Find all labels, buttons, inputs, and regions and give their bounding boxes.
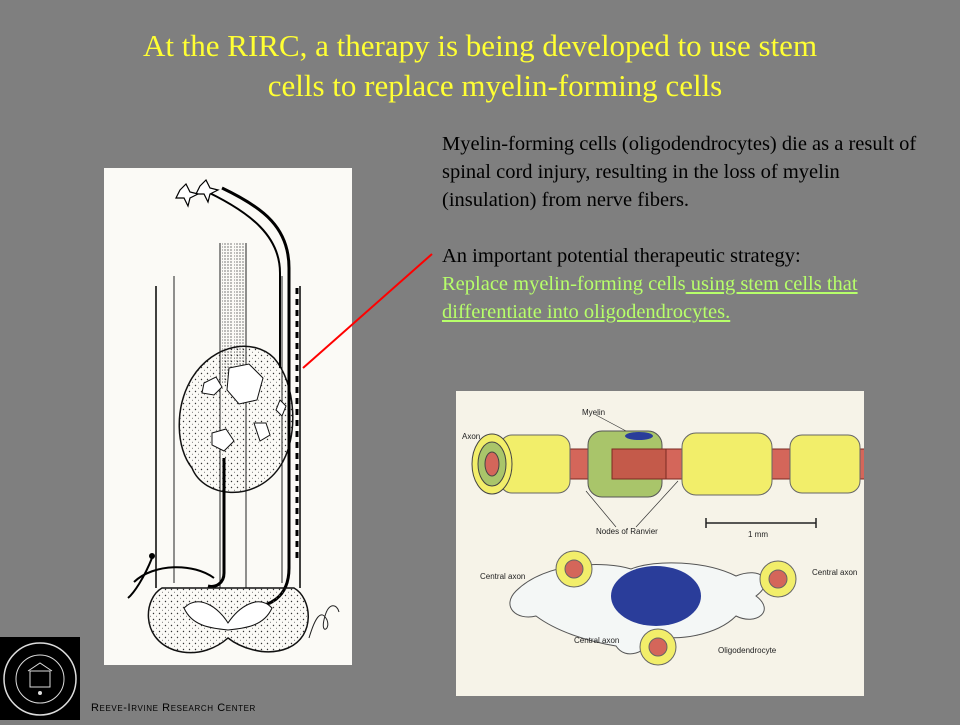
university-seal — [0, 637, 80, 720]
slide-title: At the RIRC, a therapy is being develope… — [20, 26, 940, 106]
strategy-text: Replace myelin-forming cells using stem … — [442, 270, 942, 326]
myelin-drawing: Axon Myelin Nodes of Ranvier 1 mm Centra… — [462, 408, 877, 666]
label-myelin: Myelin — [582, 408, 605, 417]
footer-research-center: Reeve-Irvine Research Center — [91, 702, 256, 714]
label-oligodendrocyte: Oligodendrocyte — [718, 646, 777, 655]
university-seal-icon — [3, 642, 77, 716]
title-line-2: cells to replace myelin-forming cells — [267, 68, 723, 103]
label-axon: Axon — [462, 432, 480, 441]
label-nodes-of-ranvier: Nodes of Ranvier — [596, 527, 658, 536]
label-central-axon-left: Central axon — [480, 572, 525, 581]
label-central-axon-bottom: Central axon — [574, 636, 619, 645]
label-central-axon-right: Central axon — [812, 568, 857, 577]
paragraph-oligodendrocyte-death: Myelin-forming cells (oligodendrocytes) … — [442, 133, 917, 211]
strategy-heading: An important potential therapeutic strat… — [442, 245, 801, 267]
spinal-cord-drawing — [127, 178, 340, 654]
body-text: Myelin-forming cells (oligodendrocytes) … — [442, 130, 942, 326]
strategy-part-2: using stem cells that differentiate into… — [442, 273, 858, 323]
title-line-1: At the RIRC, a therapy is being develope… — [142, 28, 818, 63]
label-scale: 1 mm — [748, 530, 768, 539]
myelin-diagram: Axon Myelin Nodes of Ranvier 1 mm Centra… — [456, 391, 877, 696]
spinal-cord-illustration — [104, 168, 352, 665]
strategy-part-1: Replace myelin-forming cells — [442, 273, 686, 295]
